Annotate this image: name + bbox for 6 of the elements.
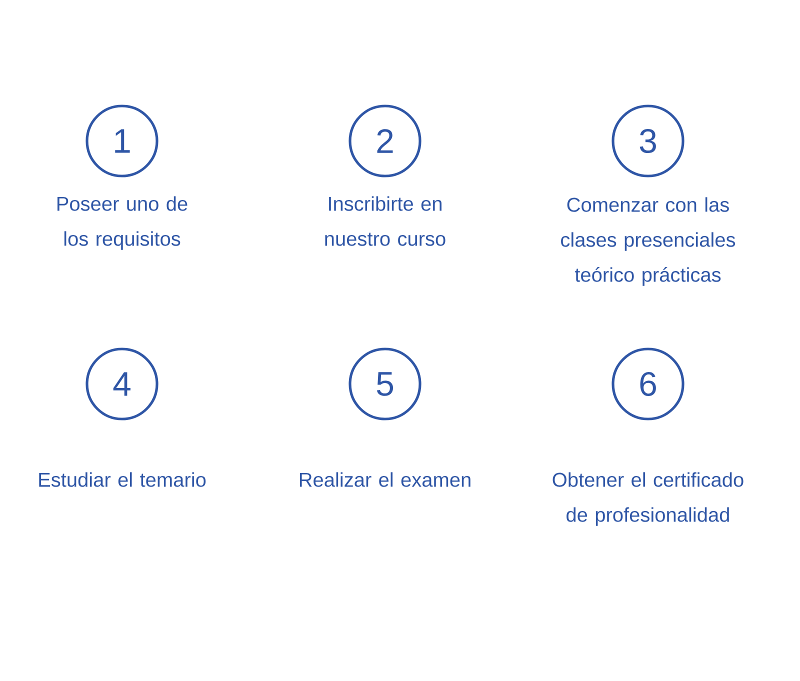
step-caption: Comenzar con las clases presenciales teórico prácticas <box>561 197 736 286</box>
step-caption: Inscribirte en nuestro curso <box>325 196 446 246</box>
step-caption: Realizar el examen <box>300 472 470 487</box>
step-caption: Poseer uno de los requisitos <box>58 196 188 250</box>
step-caption: Obtener el certificado de profesionalidad <box>552 472 744 526</box>
step-caption: Estudiar el temario <box>39 472 206 487</box>
